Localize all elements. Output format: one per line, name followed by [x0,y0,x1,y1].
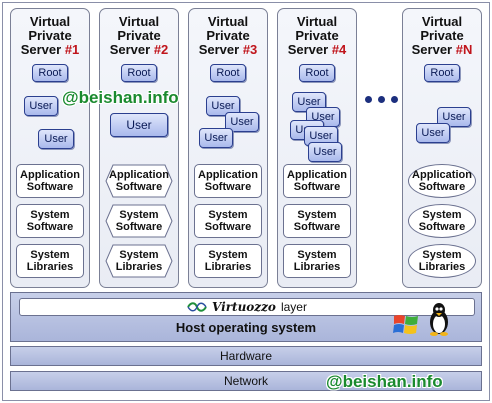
vps-number: #3 [242,42,258,57]
root-button[interactable]: Root [32,64,68,82]
vps-title-text: Virtual Private Server [109,14,161,57]
network-band: Network [10,371,482,391]
application-software-layer: Application Software [105,164,173,198]
system-software-layer: System Software [283,204,351,238]
system-libraries-layer: System Libraries [408,244,476,278]
user-button[interactable]: User [308,142,342,162]
system-libraries-layer: System Libraries [105,244,173,278]
user-button[interactable]: User [199,128,233,148]
system-software-layer: System Software [105,204,173,238]
user-button[interactable]: User [206,96,240,116]
user-button[interactable]: User [38,129,74,149]
root-button[interactable]: Root [210,64,246,82]
watermark-text: @beishan.info [326,372,443,391]
vps-number: #4 [331,42,347,57]
system-software-layer: System Software [408,204,476,238]
vps-title-text: Virtual Private Server [411,14,464,57]
vps-title: Virtual Private Server #3 [189,15,267,57]
windows-logo-icon [393,315,418,334]
user-button[interactable]: User [304,126,338,146]
watermark-text: @beishan.info [62,88,179,107]
vps-n: Virtual Private Server #N Root User User… [402,8,482,288]
system-software-layer: System Software [16,204,84,238]
virtuozzo-logo-icon [187,302,207,312]
vps-number: #1 [64,42,80,57]
vps-title-text: Virtual Private Server [198,14,250,57]
virtuozzo-brand: Virtuozzo [212,300,276,314]
vps-number: #2 [153,42,169,57]
application-software-layer: Application Software [283,164,351,198]
system-software-layer: System Software [194,204,262,238]
vps-title: Virtual Private Server #1 [11,15,89,57]
vps-title: Virtual Private Server #N [403,15,481,57]
application-software-layer: Application Software [408,164,476,198]
system-libraries-layer: System Libraries [16,244,84,278]
user-button[interactable]: User [24,96,58,116]
user-button[interactable]: User [437,107,471,127]
vps-title-text: Virtual Private Server [287,14,339,57]
user-button[interactable]: User [416,123,450,143]
user-button[interactable]: User [225,112,259,132]
vps-title: Virtual Private Server #4 [278,15,356,57]
application-software-layer: Application Software [194,164,262,198]
system-libraries-layer: System Libraries [194,244,262,278]
root-button[interactable]: Root [299,64,335,82]
virtuozzo-layer-bar: Virtuozzo layer [19,298,475,316]
vps-1: Virtual Private Server #1 Root User User… [10,8,90,288]
application-software-layer: Application Software [16,164,84,198]
vps-title-text: Virtual Private Server [20,14,72,57]
root-button[interactable]: Root [424,64,460,82]
linux-penguin-icon [430,303,448,336]
vps-4: Virtual Private Server #4 Root User User… [277,8,357,288]
virtuozzo-layer-label: layer [280,300,307,314]
vps-2: Virtual Private Server #2 Root User Appl… [99,8,179,288]
user-button[interactable]: User [110,113,168,137]
root-button[interactable]: Root [121,64,157,82]
vps-3: Virtual Private Server #3 Root User User… [188,8,268,288]
system-libraries-layer: System Libraries [283,244,351,278]
ellipsis-dots-icon [365,96,398,103]
hardware-band: Hardware [10,346,482,366]
vps-number: #N [455,42,473,57]
host-os-block: Virtuozzo layer Host operating system [10,292,482,342]
vps-title: Virtual Private Server #2 [100,15,178,57]
host-os-label: Host operating system [175,320,317,335]
